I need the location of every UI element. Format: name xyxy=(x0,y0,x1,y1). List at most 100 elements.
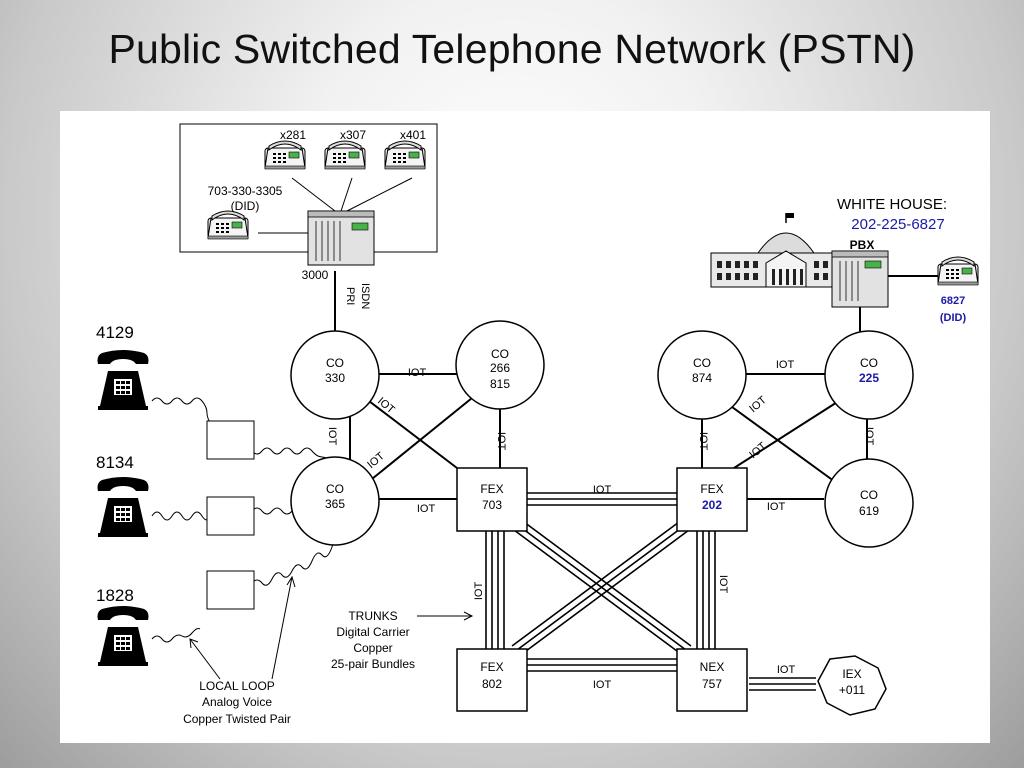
iot-labels: IOT IOT IOT IOT IOT IOT IOT IOT IOT IOT … xyxy=(326,359,875,691)
diagram-canvas: CO 330 CO 266 815 CO 365 CO 874 CO 225 C… xyxy=(96,123,979,726)
nex757-line1: NEX xyxy=(700,660,725,674)
loop-box-1828 xyxy=(206,570,255,610)
loop-1828-a xyxy=(151,628,201,643)
did-number-label: 703-330-3305 xyxy=(208,184,283,198)
local-loop-line1: LOCAL LOOP xyxy=(199,679,275,693)
bundle-fex202-fex802 xyxy=(511,521,690,655)
co874-line2: 874 xyxy=(692,371,712,385)
bundle-fex703-nex757 xyxy=(513,521,692,655)
co874-line1: CO xyxy=(693,356,711,370)
co330-line1: CO xyxy=(326,356,344,370)
bundle-fex703-fex802 xyxy=(485,531,505,649)
pbx-cabinet-icon xyxy=(307,210,375,266)
local-phone-labels: 4129 8134 1828 xyxy=(96,323,134,605)
phone-8134-icon xyxy=(97,477,149,537)
iex-line2: +011 xyxy=(839,683,865,697)
iex-node xyxy=(817,655,887,716)
loop-1828-b xyxy=(251,535,339,586)
ext-281-label: x281 xyxy=(280,128,306,142)
fex-802-node xyxy=(456,648,528,712)
ext-401-label: x401 xyxy=(400,128,426,142)
fex802-line2: 802 xyxy=(482,677,502,691)
local-loop-arrows xyxy=(189,575,296,680)
iex-line1: IEX xyxy=(842,667,861,681)
wh-did-number: 6827 xyxy=(941,295,965,307)
iot-label: IOT xyxy=(747,394,769,415)
iot-label: IOT xyxy=(593,679,612,691)
iot-label: IOT xyxy=(776,359,795,371)
local-loop-boxes xyxy=(206,420,255,610)
desk-phone-icon xyxy=(207,210,249,240)
phone-8134-label: 8134 xyxy=(96,453,134,472)
white-house-pbx-icon xyxy=(831,250,889,308)
trunk-co266-co365 xyxy=(366,397,473,484)
fex-703-node xyxy=(456,467,528,532)
wh-pbx-label: PBX xyxy=(850,238,875,252)
trunks-note-line4: 25-pair Bundles xyxy=(331,657,415,671)
fex202-line2: 202 xyxy=(702,498,722,512)
white-house-labels: WHITE HOUSE: 202-225-6827 PBX 6827 (DID) xyxy=(837,196,966,324)
trunk-co874-co619 xyxy=(720,398,839,485)
white-house-number: 202-225-6827 xyxy=(851,216,944,233)
co-874-node xyxy=(657,330,747,420)
exchange-offices xyxy=(456,467,887,716)
loop-box-4129 xyxy=(206,420,255,460)
trunks-arrow xyxy=(417,611,474,621)
iot-label: IOT xyxy=(417,503,436,515)
co619-line1: CO xyxy=(860,488,878,502)
iot-label: IOT xyxy=(473,582,485,601)
iot-label: IOT xyxy=(495,432,507,451)
loop-box-8134 xyxy=(206,496,255,536)
co225-line2: 225 xyxy=(859,371,879,385)
co-330-node xyxy=(290,330,380,420)
trunks-note-line3: Copper xyxy=(353,641,392,655)
wh-did-phone-icon xyxy=(937,256,979,286)
trunks-note-line2: Digital Carrier xyxy=(336,625,409,639)
phone-1828-icon xyxy=(97,606,149,666)
trunks-note: TRUNKS Digital Carrier Copper 25-pair Bu… xyxy=(331,609,415,671)
co-266-node xyxy=(455,320,545,410)
desk-phone-icon xyxy=(264,140,306,170)
bundle-fex802-nex757 xyxy=(527,658,677,672)
nex-757-node xyxy=(676,648,748,712)
pstn-diagram: CO 330 CO 266 815 CO 365 CO 874 CO 225 C… xyxy=(60,111,990,743)
desk-phone-icon xyxy=(384,140,426,170)
pbx-wiring xyxy=(258,177,413,234)
did-label: (DID) xyxy=(231,199,260,213)
co365-line2: 365 xyxy=(325,497,345,511)
bundle-fex703-fex202 xyxy=(527,492,677,506)
iot-label: IOT xyxy=(863,427,875,446)
iot-label: IOT xyxy=(767,501,786,513)
pbx-labels: x281 x307 x401 703-330-3305 (DID) 3000 I… xyxy=(208,128,427,309)
co266-line3: 815 xyxy=(490,377,510,391)
fex703-line1: FEX xyxy=(480,482,503,496)
pbx-number-label: 3000 xyxy=(302,268,329,282)
iot-label: IOT xyxy=(408,367,427,379)
co266-line1: CO xyxy=(491,347,509,361)
fex703-line2: 703 xyxy=(482,498,502,512)
local-loop-line3: Copper Twisted Pair xyxy=(183,712,291,726)
fex802-line1: FEX xyxy=(480,660,503,674)
iot-label: IOT xyxy=(717,575,729,594)
slide-title: Public Switched Telephone Network (PSTN) xyxy=(108,26,916,72)
iot-label: IOT xyxy=(777,664,796,676)
phone-1828-label: 1828 xyxy=(96,586,134,605)
fex202-line1: FEX xyxy=(700,482,723,496)
trunk-co225-fex202 xyxy=(733,398,843,469)
local-loop-line2: Analog Voice xyxy=(202,695,272,709)
co365-line1: CO xyxy=(326,482,344,496)
iot-label: IOT xyxy=(593,484,612,496)
iot-label: IOT xyxy=(375,395,397,416)
co266-line2: 266 xyxy=(490,361,510,375)
nex757-line2: 757 xyxy=(702,677,722,691)
local-loop-note: LOCAL LOOP Analog Voice Copper Twisted P… xyxy=(183,679,291,726)
iot-label: IOT xyxy=(326,427,338,446)
co-619-node xyxy=(824,458,914,548)
co225-line1: CO xyxy=(860,356,878,370)
bundle-nex757-iex xyxy=(749,677,816,691)
ext-307-label: x307 xyxy=(340,128,366,142)
trunks-note-line1: TRUNKS xyxy=(348,609,397,623)
iot-label: IOT xyxy=(697,432,709,451)
isdn-label: ISDN xyxy=(359,283,371,309)
white-house-label: WHITE HOUSE: xyxy=(837,196,947,213)
